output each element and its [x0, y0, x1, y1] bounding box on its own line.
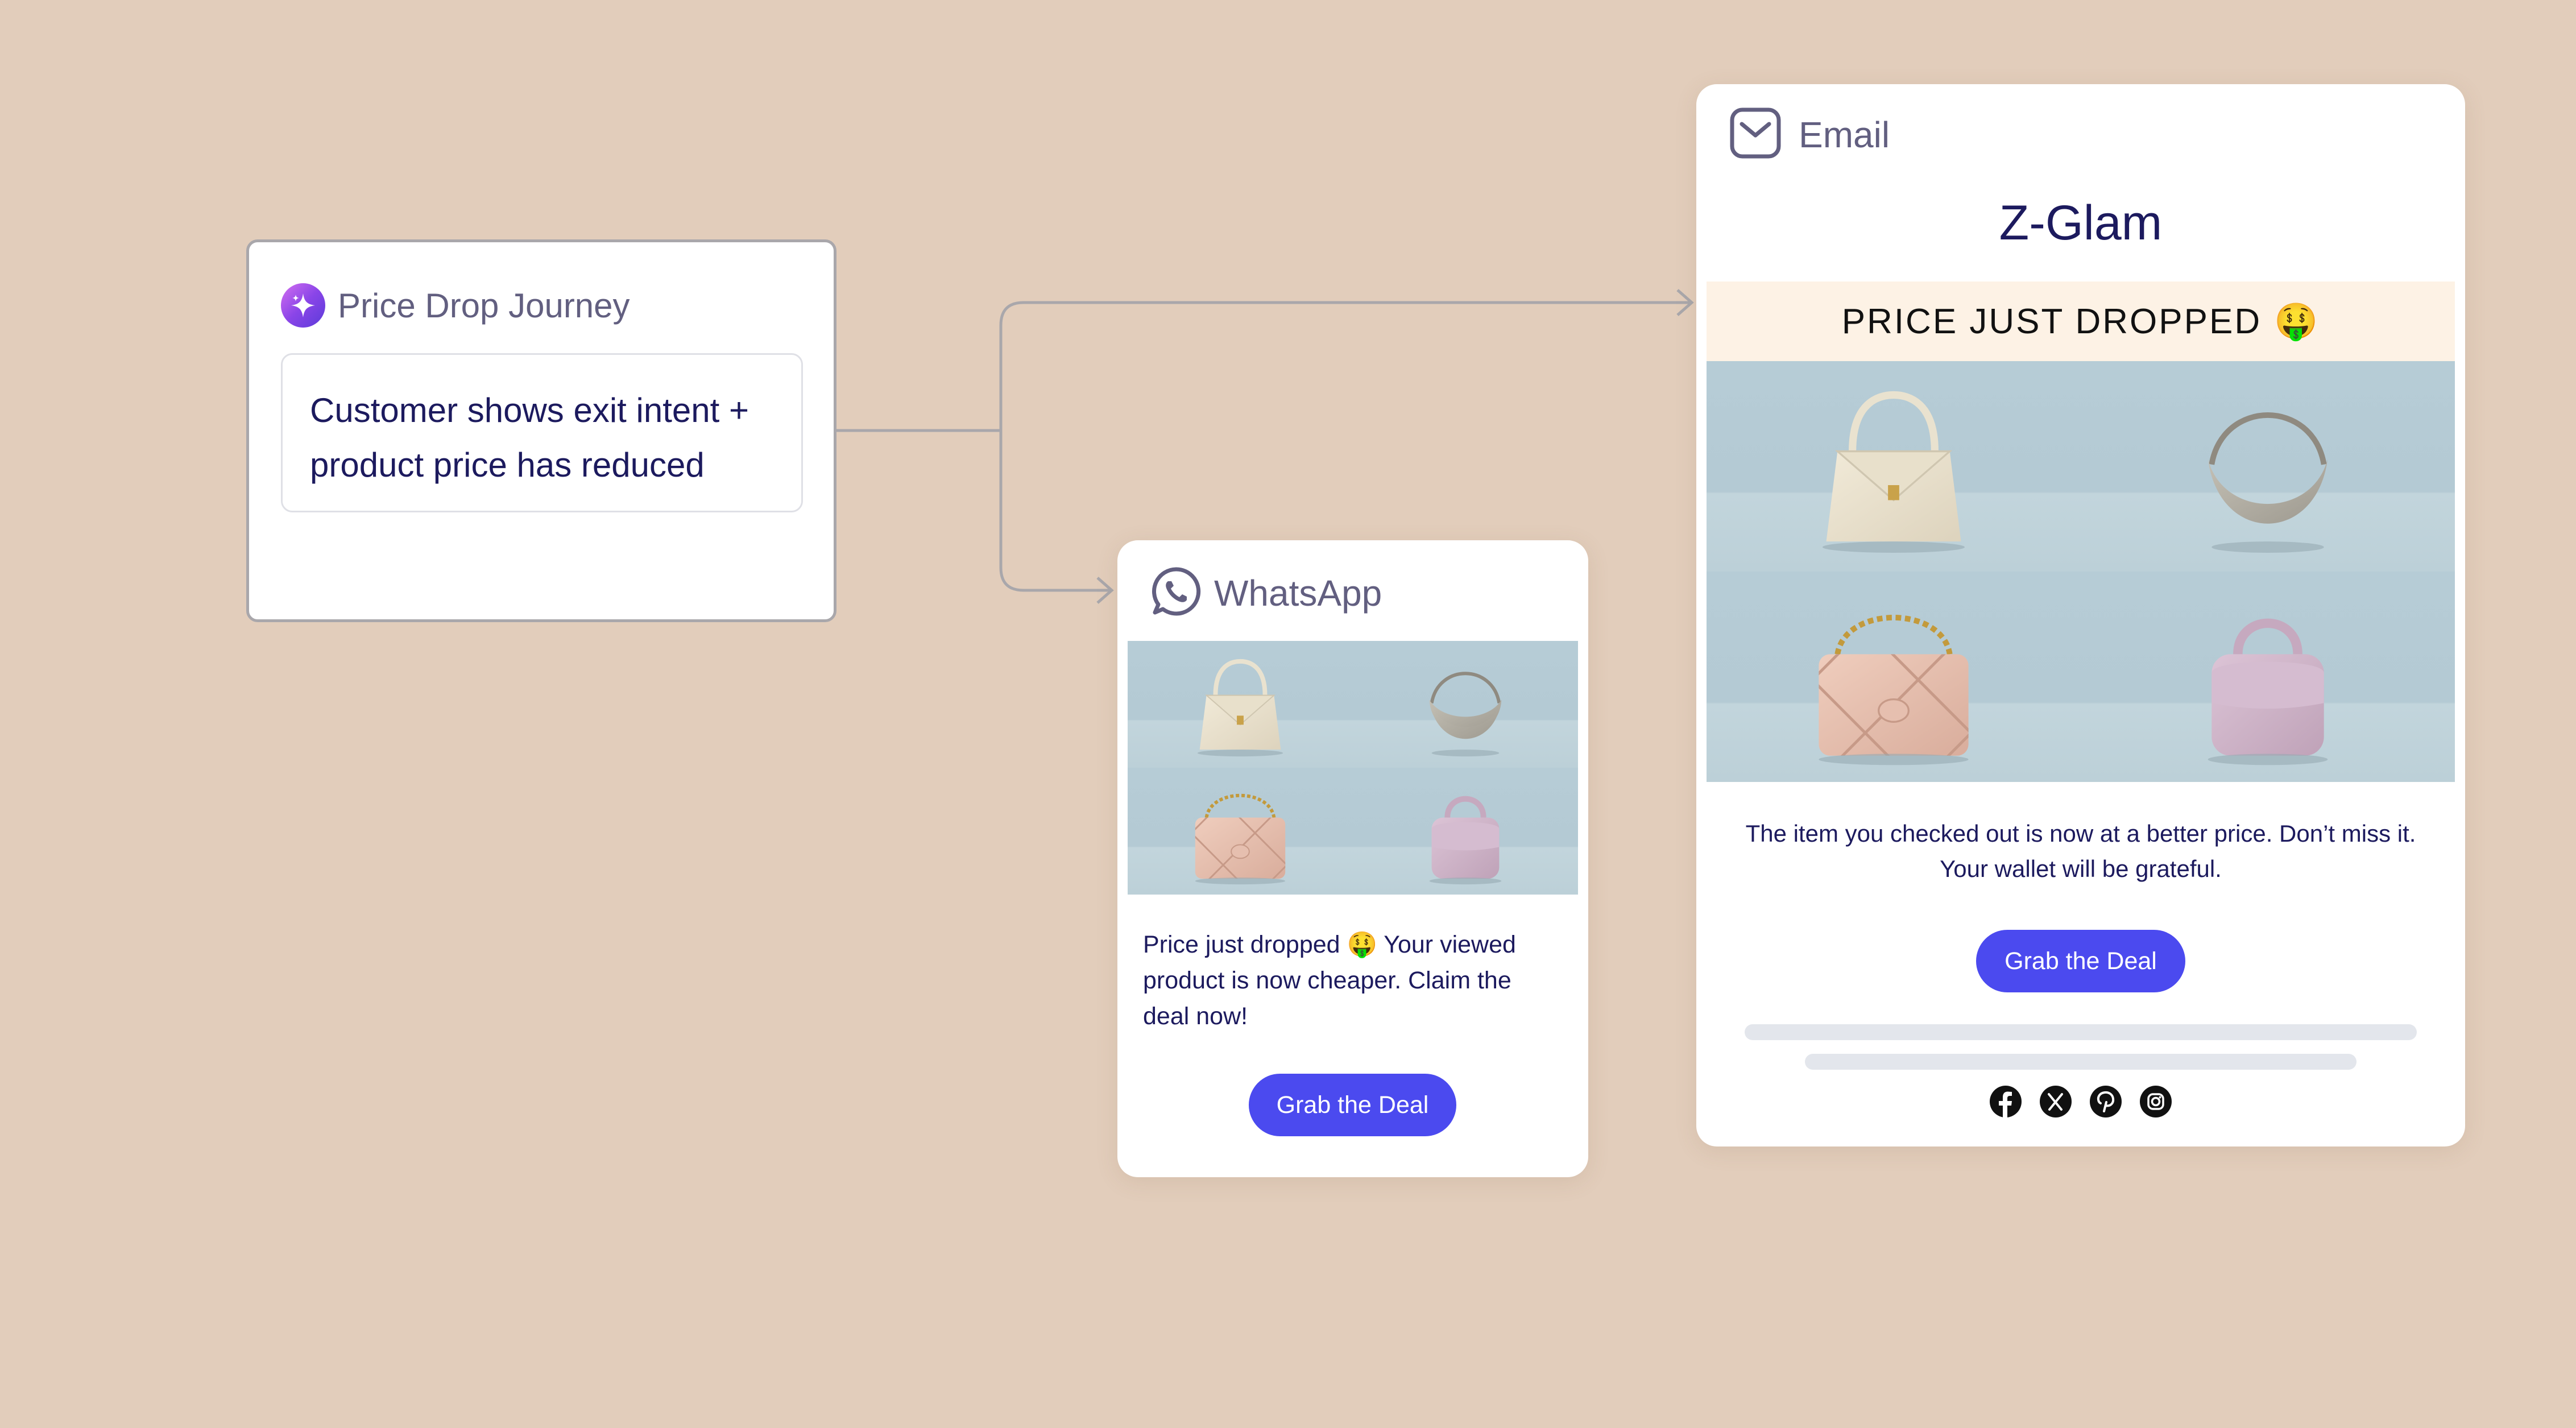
- whatsapp-icon: [1150, 566, 1202, 620]
- arrowhead-email: [1676, 289, 1694, 316]
- whatsapp-product-grid: [1128, 641, 1578, 895]
- money-face-emoji: 🤑: [2274, 301, 2320, 341]
- connector-to-whatsapp: [999, 431, 1112, 592]
- product-image-lilac-bag: [1353, 768, 1578, 895]
- whatsapp-card[interactable]: WhatsApp: [1117, 540, 1588, 1177]
- email-banner-text: PRICE JUST DROPPED: [1841, 301, 2262, 341]
- x-icon[interactable]: [2039, 1085, 2072, 1118]
- footer-placeholder-line: [1805, 1054, 2356, 1070]
- email-body-text: The item you checked out is now at a bet…: [1745, 820, 2416, 882]
- whatsapp-label: WhatsApp: [1214, 572, 1382, 614]
- journey-header: Price Drop Journey: [281, 283, 630, 328]
- email-banner: PRICE JUST DROPPED 🤑: [1707, 282, 2455, 361]
- product-image-grey-bag: [1353, 641, 1578, 768]
- journey-trigger-card[interactable]: Price Drop Journey Customer shows exit i…: [246, 239, 836, 622]
- email-header: Email: [1729, 107, 1890, 162]
- sparkle-icon: [281, 283, 325, 328]
- email-icon: [1729, 107, 1782, 162]
- email-grab-deal-button[interactable]: Grab the Deal: [1976, 930, 2185, 992]
- product-image-grey-bag: [2081, 361, 2455, 572]
- connector-to-email: [836, 301, 1692, 432]
- whatsapp-grab-deal-button[interactable]: Grab the Deal: [1249, 1074, 1456, 1136]
- email-product-grid: [1707, 361, 2455, 782]
- product-image-cream-bag: [1707, 361, 2081, 572]
- instagram-icon[interactable]: [2139, 1085, 2172, 1118]
- email-brand: Z-Glam: [1999, 196, 2163, 250]
- product-image-lilac-bag: [2081, 572, 2455, 782]
- email-card[interactable]: Email Z-Glam PRICE JUST DROPPED 🤑: [1696, 84, 2465, 1146]
- product-image-pink-bag: [1128, 768, 1353, 895]
- footer-placeholder-line: [1745, 1024, 2417, 1040]
- pinterest-icon[interactable]: [2089, 1085, 2122, 1118]
- journey-title: Price Drop Journey: [338, 286, 630, 325]
- whatsapp-message: Price just dropped 🤑 Your viewed product…: [1143, 931, 1516, 1030]
- facebook-icon[interactable]: [1989, 1085, 2022, 1118]
- journey-condition: Customer shows exit intent + product pri…: [281, 353, 803, 512]
- arrowhead-whatsapp: [1096, 577, 1114, 604]
- whatsapp-header: WhatsApp: [1150, 566, 1382, 620]
- email-label: Email: [1799, 114, 1890, 155]
- product-image-pink-bag: [1707, 572, 2081, 782]
- product-image-cream-bag: [1128, 641, 1353, 768]
- social-links: [1696, 1085, 2465, 1118]
